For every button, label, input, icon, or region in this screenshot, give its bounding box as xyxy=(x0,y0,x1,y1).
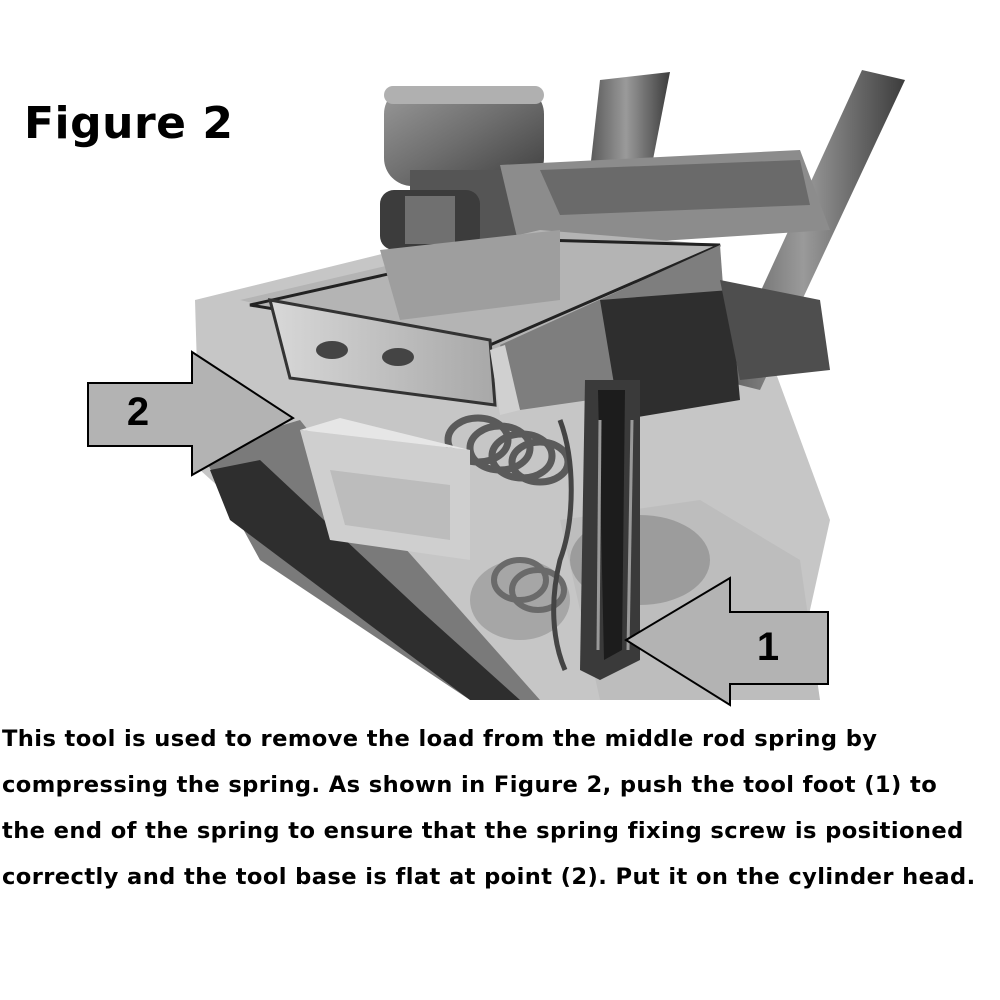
callout-number-2: 2 xyxy=(127,390,149,434)
caption-line: This tool is used to remove the load fro… xyxy=(2,726,878,752)
callout-number-1: 1 xyxy=(757,625,779,669)
figure-caption: This tool is used to remove the load fro… xyxy=(2,716,998,900)
tool-foot xyxy=(580,380,640,680)
tool-photo: 2 1 xyxy=(87,70,905,707)
caption-line: correctly and the tool base is flat at p… xyxy=(2,864,976,890)
callout-arrow-2: 2 xyxy=(87,350,295,477)
callout-arrow-1: 1 xyxy=(624,576,829,707)
caption-line: the end of the spring to ensure that the… xyxy=(2,818,964,844)
lower-spring xyxy=(491,557,567,613)
pressure-plate xyxy=(267,298,497,407)
valve-block xyxy=(300,418,470,560)
coil-spring xyxy=(444,414,572,486)
caption-line: compressing the spring. As shown in Figu… xyxy=(2,772,938,798)
spring-wire xyxy=(551,419,574,671)
figure-title: Figure 2 xyxy=(24,98,234,149)
